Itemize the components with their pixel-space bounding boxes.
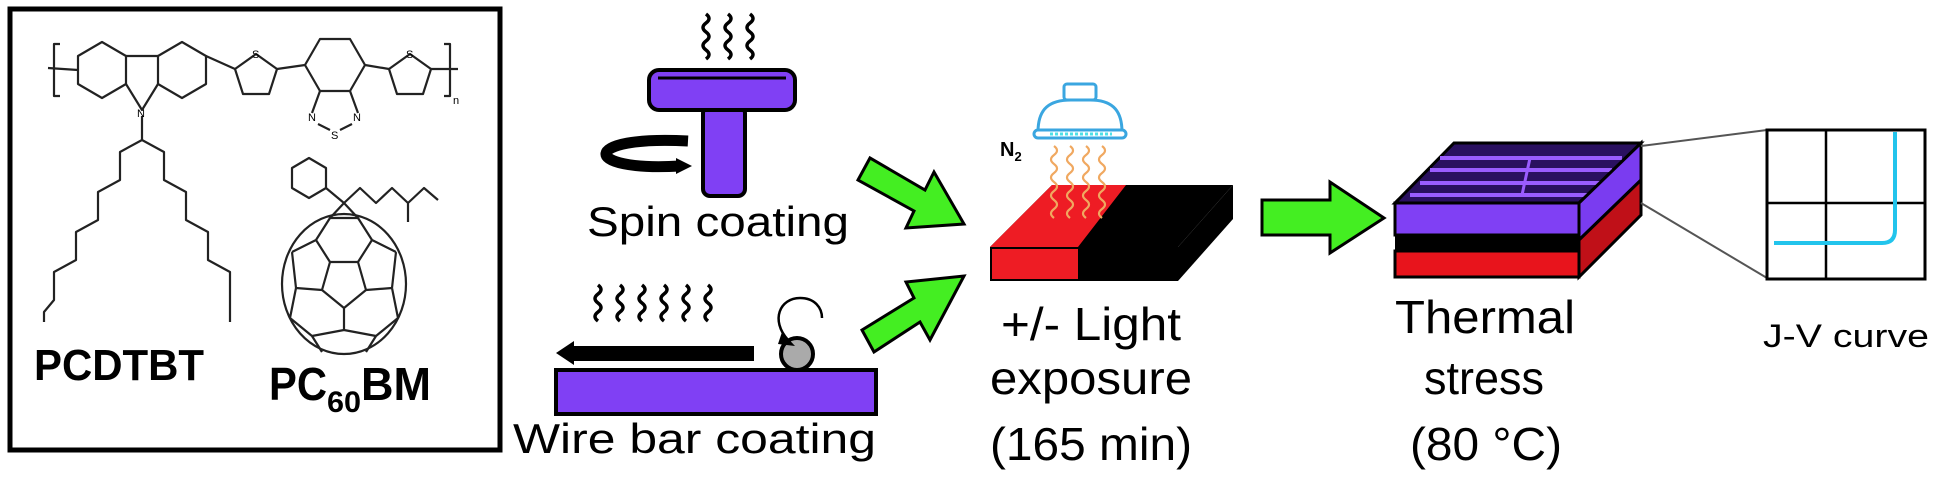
nitrogen-atom-label: N [137, 108, 145, 120]
jv-curve-plot [1640, 128, 1927, 281]
heat-wave-icon [637, 283, 647, 323]
pcbm-label-prefix: PC [269, 358, 327, 410]
sulfur-atom-label: S [331, 130, 338, 142]
light-label-line-1: +/- Light [1001, 298, 1181, 350]
green-arrow-icon [1260, 179, 1387, 256]
pcbm-label: PC60BM [269, 358, 431, 419]
thermal-label-line-3: (80 °C) [1410, 418, 1562, 470]
heat-wave-icon [701, 12, 711, 61]
thermal-label-line-2: stress [1424, 352, 1544, 404]
light-ray-icon [1065, 145, 1075, 219]
thermal-label-line-1: Thermal [1395, 291, 1575, 343]
device-stack-icon [1391, 139, 1645, 281]
heat-wave-icon [615, 283, 625, 323]
jv-curve-label: J-V curve [1763, 318, 1929, 354]
light-label-line-3: (165 min) [990, 418, 1192, 470]
lamp-icon [1032, 82, 1128, 140]
heat-wave-icon [723, 12, 733, 61]
pcdtbt-structure: N S S N N S n [42, 37, 459, 322]
materials-panel: N S S N N S n PCDTBT PC60BM [7, 6, 503, 453]
green-arrow-icon [860, 274, 967, 355]
pcbm-label-suffix: BM [361, 358, 431, 410]
heat-wave-icon [745, 12, 755, 61]
rotation-arrow-icon [600, 134, 689, 173]
spin-coating-label: Spin coating [587, 198, 849, 245]
wire-bar-coater-icon [554, 283, 878, 416]
pcbm-structure [280, 156, 439, 356]
direction-arrow-icon [556, 341, 574, 365]
nitrogen-atom-label: N [353, 112, 361, 124]
heat-wave-icon [659, 283, 669, 323]
sulfur-atom-label: S [252, 49, 259, 61]
repeat-unit-label: n [453, 95, 459, 107]
nitrogen-symbol: N [1000, 139, 1014, 161]
nitrogen-label: N2 [1000, 139, 1022, 164]
green-arrow-icon [855, 155, 967, 230]
light-exposure-device: N2 [990, 82, 1233, 281]
jv-curve-line [1774, 132, 1897, 245]
light-ray-icon [1081, 145, 1091, 219]
light-ray-icon [1049, 145, 1059, 219]
heat-wave-icon [593, 283, 603, 323]
heat-wave-icon [681, 283, 691, 323]
rotate-arrow-icon [777, 296, 824, 341]
light-label-line-2: exposure [990, 352, 1192, 404]
sulfur-atom-label: S [406, 49, 413, 61]
pcbm-label-subscript: 60 [327, 386, 361, 419]
nitrogen-atom-label: N [308, 112, 316, 124]
light-ray-icon [1097, 145, 1107, 219]
wire-bar-coating-label: Wire bar coating [513, 415, 876, 462]
nitrogen-subscript: 2 [1014, 149, 1021, 164]
heat-wave-icon [703, 283, 713, 323]
roller-icon [779, 336, 815, 372]
materials-frame [7, 6, 503, 453]
pcdtbt-label: PCDTBT [34, 341, 204, 390]
spin-coater-icon [600, 12, 797, 198]
